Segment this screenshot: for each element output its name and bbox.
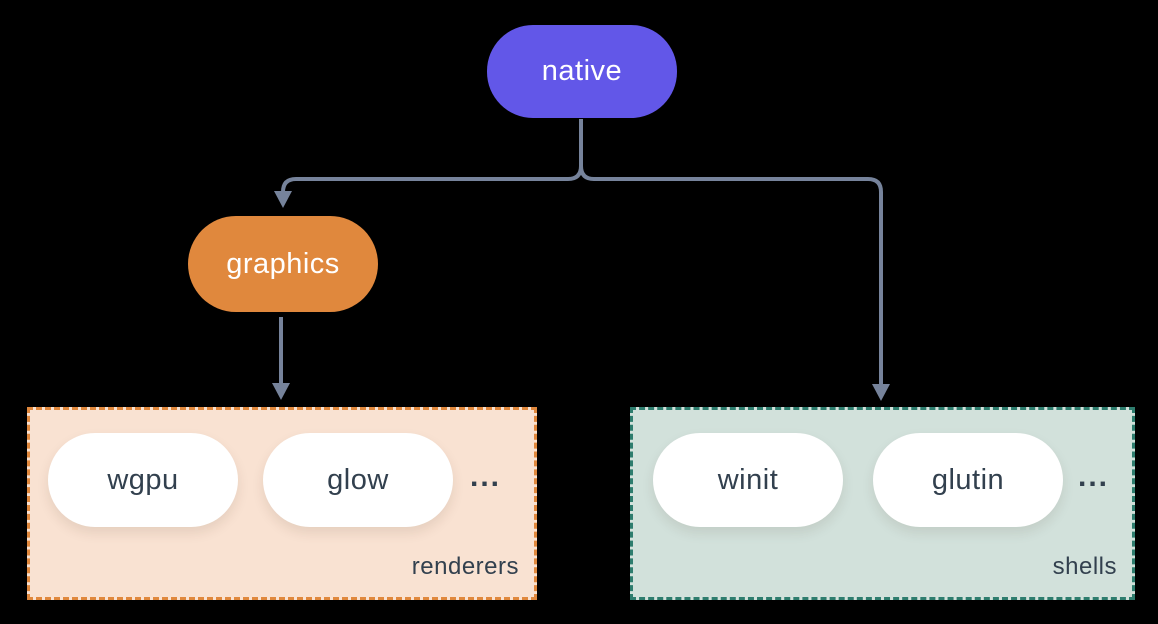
arrowhead-down-icon [872,384,890,401]
pill-glow: glow [263,433,453,527]
pill-glow-label: glow [327,463,389,496]
pill-glutin-label: glutin [931,463,1005,496]
shells-group-label: shells [1052,553,1117,580]
pill-glutin: glutin [873,433,1063,527]
group-renderers: wgpu glow ... renderers [27,407,537,600]
arrowhead-down-icon [274,191,292,208]
renderers-ellipsis: ... [470,460,502,493]
pill-winit-label: winit [717,463,779,496]
node-native: native [487,25,677,118]
pill-wgpu: wgpu [48,433,238,527]
node-graphics-label: graphics [226,247,340,280]
node-graphics: graphics [188,216,378,312]
group-shells: winit glutin ... shells [630,407,1135,600]
node-native-label: native [541,55,623,87]
connector-native-graphics [281,119,583,193]
arrowhead-down-icon [272,383,290,400]
renderers-group-label: renderers [411,553,519,580]
shells-ellipsis: ... [1078,460,1110,493]
pill-wgpu-label: wgpu [107,463,179,496]
connector-native-shells [579,119,883,385]
pill-winit: winit [653,433,843,527]
